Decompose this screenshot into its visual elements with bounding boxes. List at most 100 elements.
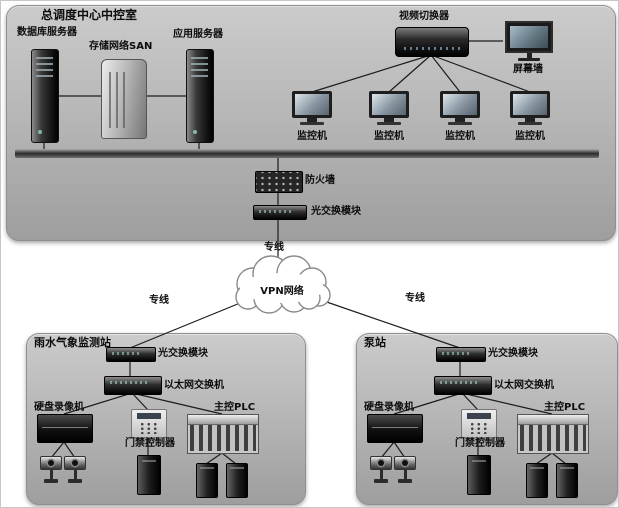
- ethernet-switch-label: 以太网交换机: [164, 380, 224, 391]
- san-label: 存储网络SAN: [89, 41, 153, 52]
- ethernet-switch-icon: [434, 376, 492, 395]
- controller-keypad: [469, 422, 489, 434]
- app-server-label: 应用服务器: [173, 29, 223, 40]
- screen-wall-image: [510, 26, 548, 48]
- camera-foot: [374, 479, 388, 483]
- optical-module-icon: [436, 347, 486, 362]
- video-switcher-icon: [395, 27, 469, 57]
- monitor-icon: 监控机: [436, 91, 484, 142]
- db-server-icon: [31, 49, 59, 143]
- controller-screen: [467, 413, 491, 419]
- monitor-screen: [292, 91, 332, 118]
- control-room-title: 总调度中心中控室: [41, 8, 138, 22]
- camera-body: [40, 456, 62, 470]
- ethernet-switch-label: 以太网交换机: [494, 380, 554, 391]
- power-led: [193, 130, 197, 134]
- video-switcher-label: 视频切换器: [399, 11, 449, 22]
- plc-top-rail: [188, 415, 258, 425]
- controller-screen: [137, 413, 161, 419]
- monitor-foot: [518, 122, 542, 125]
- dedicated-line-label-left: 专线: [149, 295, 169, 306]
- access-controller-label: 门禁控制器: [455, 438, 505, 449]
- camera-icon: [63, 456, 87, 492]
- optical-module-icon: [106, 347, 156, 362]
- screen-wall-screen: [505, 21, 553, 53]
- dvr-label: 硬盘录像机: [34, 402, 84, 413]
- camera-stem: [403, 470, 407, 479]
- optical-module-label: 光交换模块: [158, 348, 208, 359]
- door-reader-device-icon: [467, 455, 491, 495]
- door-reader-device-icon: [137, 455, 161, 495]
- server-vents: [191, 57, 208, 77]
- camera-foot: [44, 479, 58, 483]
- pump-station-title: 泵站: [364, 336, 386, 349]
- monitor-screen: [510, 91, 550, 118]
- field-device-icon: [226, 463, 248, 498]
- network-bus-bar: [15, 149, 599, 158]
- camera-foot: [68, 479, 82, 483]
- plc-label: 主控PLC: [214, 402, 256, 413]
- camera-lens: [402, 460, 408, 466]
- monitor-foot: [377, 122, 401, 125]
- camera-stem: [49, 470, 53, 479]
- san-slots: [109, 72, 129, 128]
- camera-stem: [379, 470, 383, 479]
- monitor-base: [307, 118, 317, 122]
- dedicated-line-label-top: 专线: [264, 242, 284, 253]
- plc-label: 主控PLC: [544, 402, 586, 413]
- monitor-label: 监控机: [515, 131, 545, 142]
- optical-module-label: 光交换模块: [311, 206, 361, 217]
- screen-wall-icon: [503, 21, 555, 61]
- monitor-screen: [440, 91, 480, 118]
- plc-modules: [520, 425, 586, 451]
- db-server-label: 数据库服务器: [17, 27, 77, 38]
- camera-lens: [72, 460, 78, 466]
- camera-icon: [369, 456, 393, 492]
- rain-station-title: 雨水气象监测站: [34, 336, 111, 349]
- camera-lens: [48, 460, 54, 466]
- monitor-icon: 监控机: [506, 91, 554, 142]
- camera-lens: [378, 460, 384, 466]
- field-device-icon: [556, 463, 578, 498]
- access-controller-label: 门禁控制器: [125, 438, 175, 449]
- monitor-base: [455, 118, 465, 122]
- monitor-base: [384, 118, 394, 122]
- monitor-screen: [369, 91, 409, 118]
- camera-icon: [393, 456, 417, 492]
- app-server-icon: [186, 49, 214, 143]
- screen-wall-foot: [518, 58, 540, 61]
- camera-body: [64, 456, 86, 470]
- firewall-label: 防火墙: [305, 175, 335, 186]
- camera-stem: [73, 470, 77, 479]
- server-vents: [36, 57, 53, 77]
- dvr-icon: [367, 414, 423, 443]
- monitor-icon: 监控机: [288, 91, 336, 142]
- ethernet-switch-icon: [104, 376, 162, 395]
- monitor-label: 监控机: [297, 131, 327, 142]
- camera-body: [370, 456, 392, 470]
- monitor-icon: 监控机: [365, 91, 413, 142]
- field-device-icon: [196, 463, 218, 498]
- dedicated-line-label-right: 专线: [405, 293, 425, 304]
- field-device-icon: [526, 463, 548, 498]
- monitor-foot: [300, 122, 324, 125]
- dvr-icon: [37, 414, 93, 443]
- optical-module-label: 光交换模块: [488, 348, 538, 359]
- power-led: [38, 130, 42, 134]
- screen-wall-label: 屏幕墙: [513, 64, 543, 75]
- san-storage-icon: [101, 59, 147, 139]
- vpn-cloud-label: VPN网络: [260, 286, 304, 297]
- plc-top-rail: [518, 415, 588, 425]
- plc-icon: [187, 414, 259, 454]
- access-controller-icon: [461, 409, 497, 438]
- controller-keypad: [139, 422, 159, 434]
- plc-icon: [517, 414, 589, 454]
- optical-module-icon: [253, 205, 307, 220]
- camera-body: [394, 456, 416, 470]
- monitor-foot: [448, 122, 472, 125]
- firewall-icon: [255, 171, 303, 193]
- plc-modules: [190, 425, 256, 451]
- monitor-label: 监控机: [374, 131, 404, 142]
- dvr-label: 硬盘录像机: [364, 402, 414, 413]
